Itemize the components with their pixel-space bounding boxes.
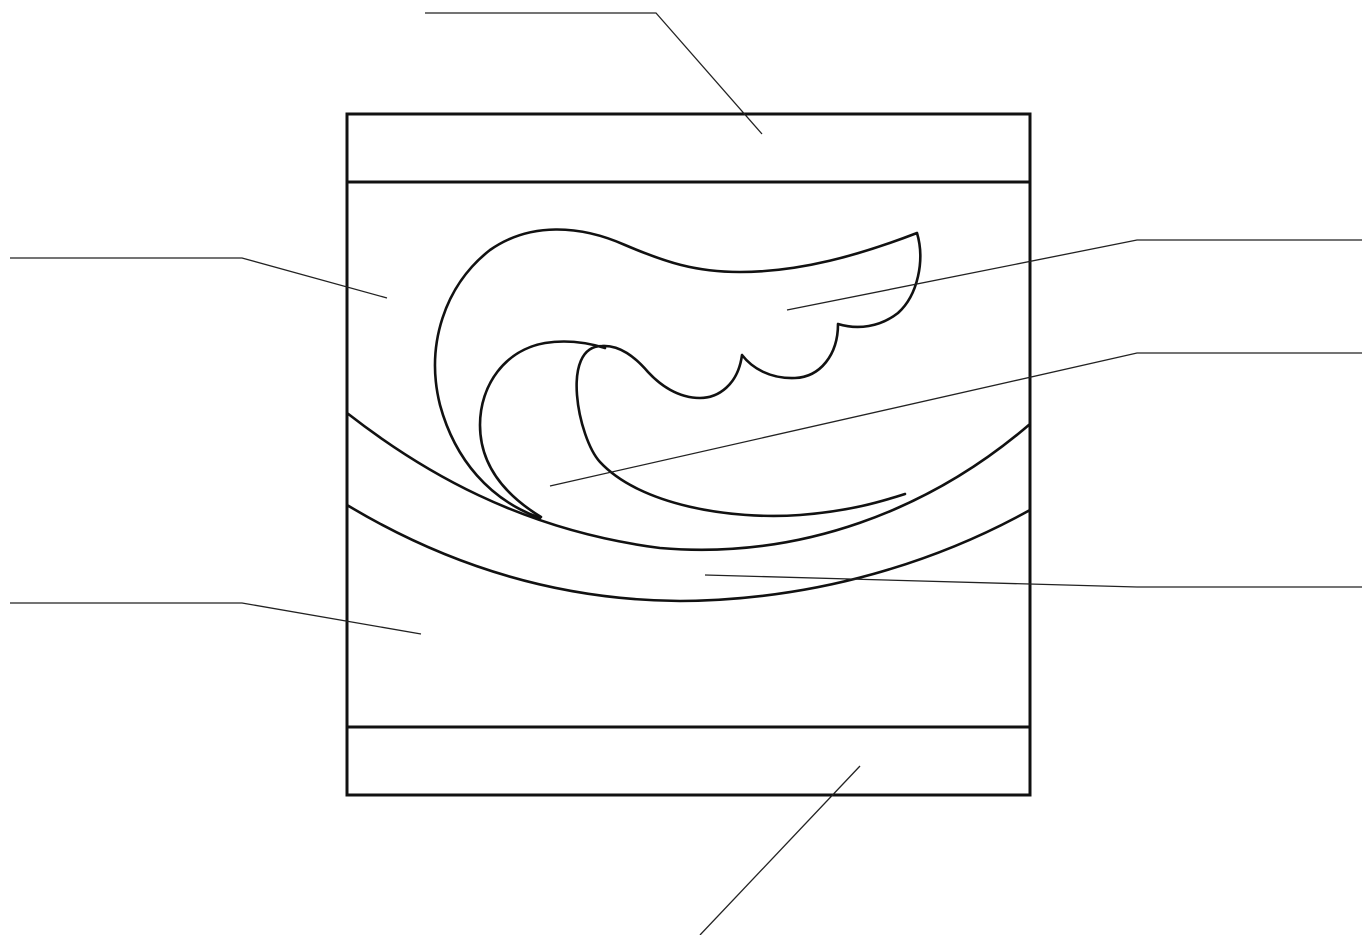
wave-crest-outline [435,229,920,518]
callout-leaders [10,13,1362,935]
leader-wave-crest [787,240,1362,310]
leader-wave-curl [550,353,1362,486]
lower-wave-curve [347,505,1030,601]
wave-curl-outline [480,342,605,517]
leader-upper-field [10,258,387,298]
leader-lower-wave-band [705,575,1362,587]
leader-top-band [425,13,762,134]
leader-bottom-band [700,766,860,935]
leader-lower-field [10,603,421,634]
